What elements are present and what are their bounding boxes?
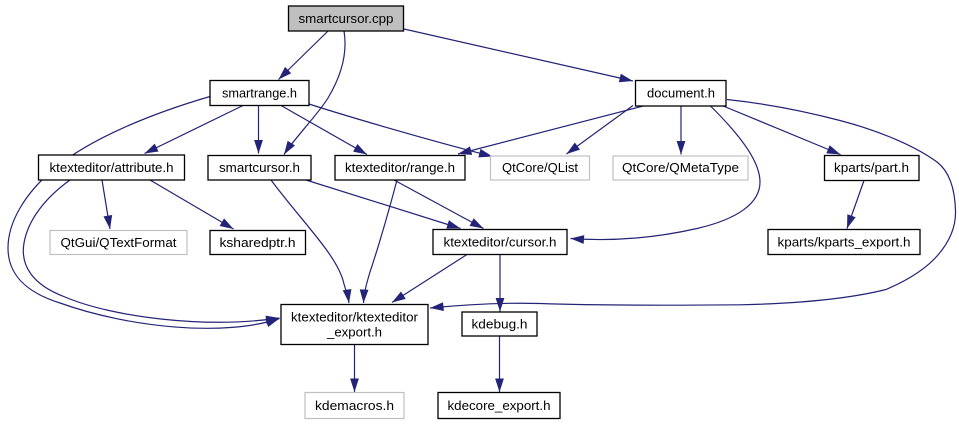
svg-text:kparts/kparts_export.h: kparts/kparts_export.h — [778, 235, 911, 250]
svg-text:QtCore/QMetaType: QtCore/QMetaType — [622, 160, 739, 175]
svg-text:ktexteditor/range.h: ktexteditor/range.h — [345, 160, 455, 175]
svg-text:ktexteditor/cursor.h: ktexteditor/cursor.h — [444, 235, 557, 250]
svg-text:QtGui/QTextFormat: QtGui/QTextFormat — [61, 235, 177, 250]
svg-text:kparts/part.h: kparts/part.h — [834, 160, 909, 175]
svg-text:smartrange.h: smartrange.h — [222, 86, 297, 101]
svg-text:smartcursor.h: smartcursor.h — [219, 160, 300, 175]
svg-text:ktexteditor/ktexteditor: ktexteditor/ktexteditor — [291, 310, 419, 325]
svg-text:ksharedptr.h: ksharedptr.h — [220, 235, 296, 250]
svg-text:ktexteditor/attribute.h: ktexteditor/attribute.h — [50, 160, 174, 175]
svg-text:kdecore_export.h: kdecore_export.h — [448, 398, 551, 413]
svg-text:kdebug.h: kdebug.h — [472, 317, 528, 332]
svg-text:document.h: document.h — [647, 86, 715, 101]
svg-text:_export.h: _export.h — [326, 325, 382, 340]
svg-text:kdemacros.h: kdemacros.h — [315, 398, 394, 413]
svg-text:QtCore/QList: QtCore/QList — [502, 160, 578, 175]
svg-text:smartcursor.cpp: smartcursor.cpp — [299, 11, 394, 26]
